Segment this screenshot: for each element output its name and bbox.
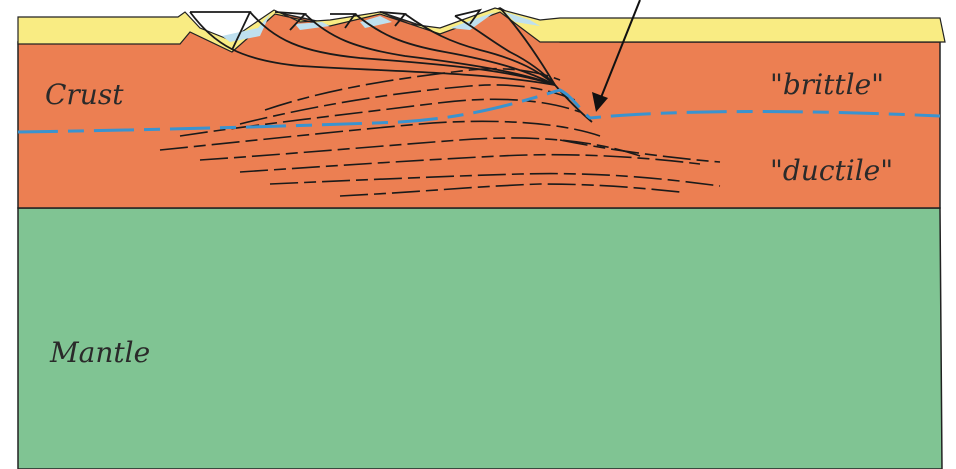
ductile-label: "ductile" [770, 154, 893, 187]
mantle-layer [18, 208, 942, 469]
brittle-label: "brittle" [770, 68, 884, 101]
mantle-label: Mantle [49, 336, 150, 369]
crust-label: Crust [45, 78, 124, 111]
